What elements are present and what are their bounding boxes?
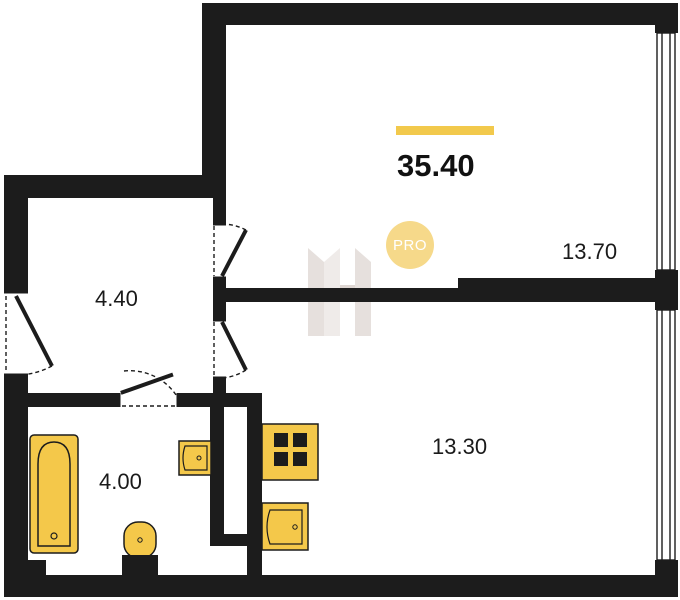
room-area-kitchen: 13.30 — [432, 434, 488, 459]
walls — [4, 3, 678, 597]
wall-left-top — [4, 175, 226, 198]
total-area: 35.40 — [397, 148, 475, 183]
room-area-hallway: 4.40 — [95, 286, 138, 311]
bathtub-icon — [29, 434, 79, 554]
wall-duct-left — [210, 405, 224, 545]
wall-duct-bottom — [210, 534, 262, 546]
wall-right-bottom — [655, 560, 678, 597]
toilet-icon — [122, 521, 158, 575]
wall-left — [4, 175, 28, 292]
wall-top — [202, 3, 678, 25]
wall-bottom — [4, 575, 678, 597]
room-area-bathroom: 4.00 — [99, 469, 142, 494]
wall-hall-bottom-left — [4, 393, 119, 407]
wall-hall-bottom-right — [178, 393, 262, 407]
wall-left-lower — [4, 375, 28, 597]
total-area-accent-bar — [396, 126, 494, 135]
room-area-living: 13.70 — [562, 239, 618, 264]
wall-upper-left — [202, 3, 226, 198]
wall-divider-upper — [213, 198, 226, 224]
stove-icon — [261, 423, 319, 481]
wall-corner-block — [28, 560, 46, 575]
wall-partition-mid — [214, 288, 678, 302]
wall-partition-notch — [458, 278, 658, 290]
window-icon — [656, 32, 676, 561]
pro-badge: PRO — [386, 221, 434, 269]
sink-icon — [178, 440, 212, 476]
wall-right-top — [655, 3, 678, 33]
door-icon — [4, 222, 248, 407]
kitchen-sink-icon — [261, 502, 309, 551]
wall-divider-mid — [213, 278, 226, 320]
wall-bath-right — [247, 393, 262, 578]
